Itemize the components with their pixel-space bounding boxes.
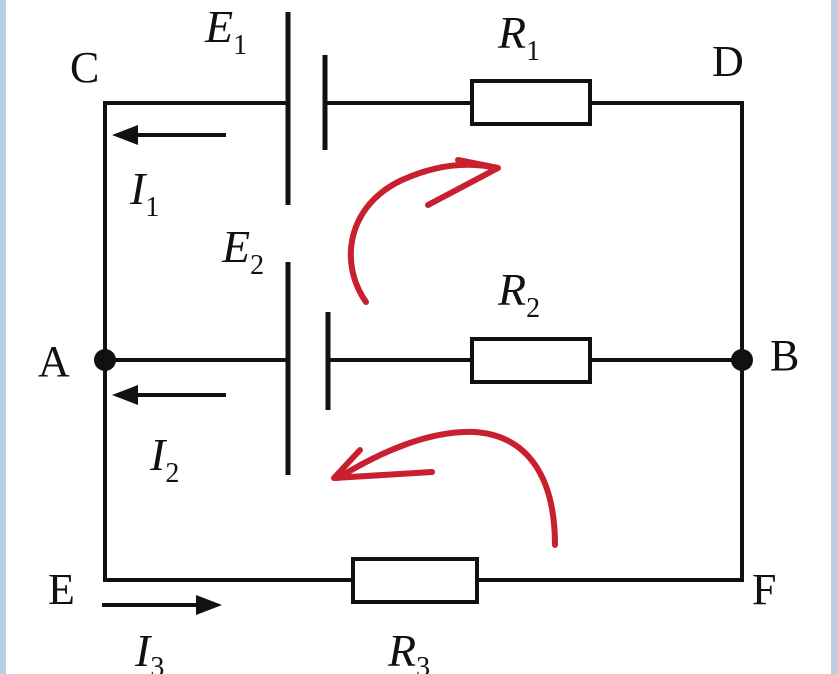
current-arrow-i1 (112, 125, 226, 145)
current-label-i3: I3 (134, 625, 164, 674)
junction-b (731, 349, 753, 371)
current-label-i2: I2 (149, 429, 179, 489)
right-edge-strip (831, 0, 837, 674)
current-arrow-i2 (112, 385, 226, 405)
current-label-i1: I1 (129, 163, 159, 223)
point-label-a: A (38, 337, 70, 386)
source-label-e1: E1 (204, 1, 247, 61)
point-label-f: F (752, 565, 776, 614)
resistor-r1 (470, 79, 592, 126)
junction-a (94, 349, 116, 371)
left-edge-strip (0, 0, 6, 674)
resistor-label-r2: R2 (497, 264, 540, 324)
resistor-label-r3: R3 (387, 625, 430, 674)
point-label-d: D (712, 37, 744, 86)
resistor-label-r1: R1 (497, 7, 540, 67)
point-label-b: B (770, 331, 799, 380)
loop-arrow-lower (331, 428, 558, 548)
resistor-r2 (470, 337, 592, 384)
point-label-c: C (70, 43, 99, 92)
loop-arrow-upper (347, 157, 501, 305)
source-label-e2: E2 (221, 221, 264, 281)
resistor-r3 (351, 557, 479, 604)
point-label-e: E (48, 565, 75, 614)
current-arrow-i3 (102, 595, 222, 615)
